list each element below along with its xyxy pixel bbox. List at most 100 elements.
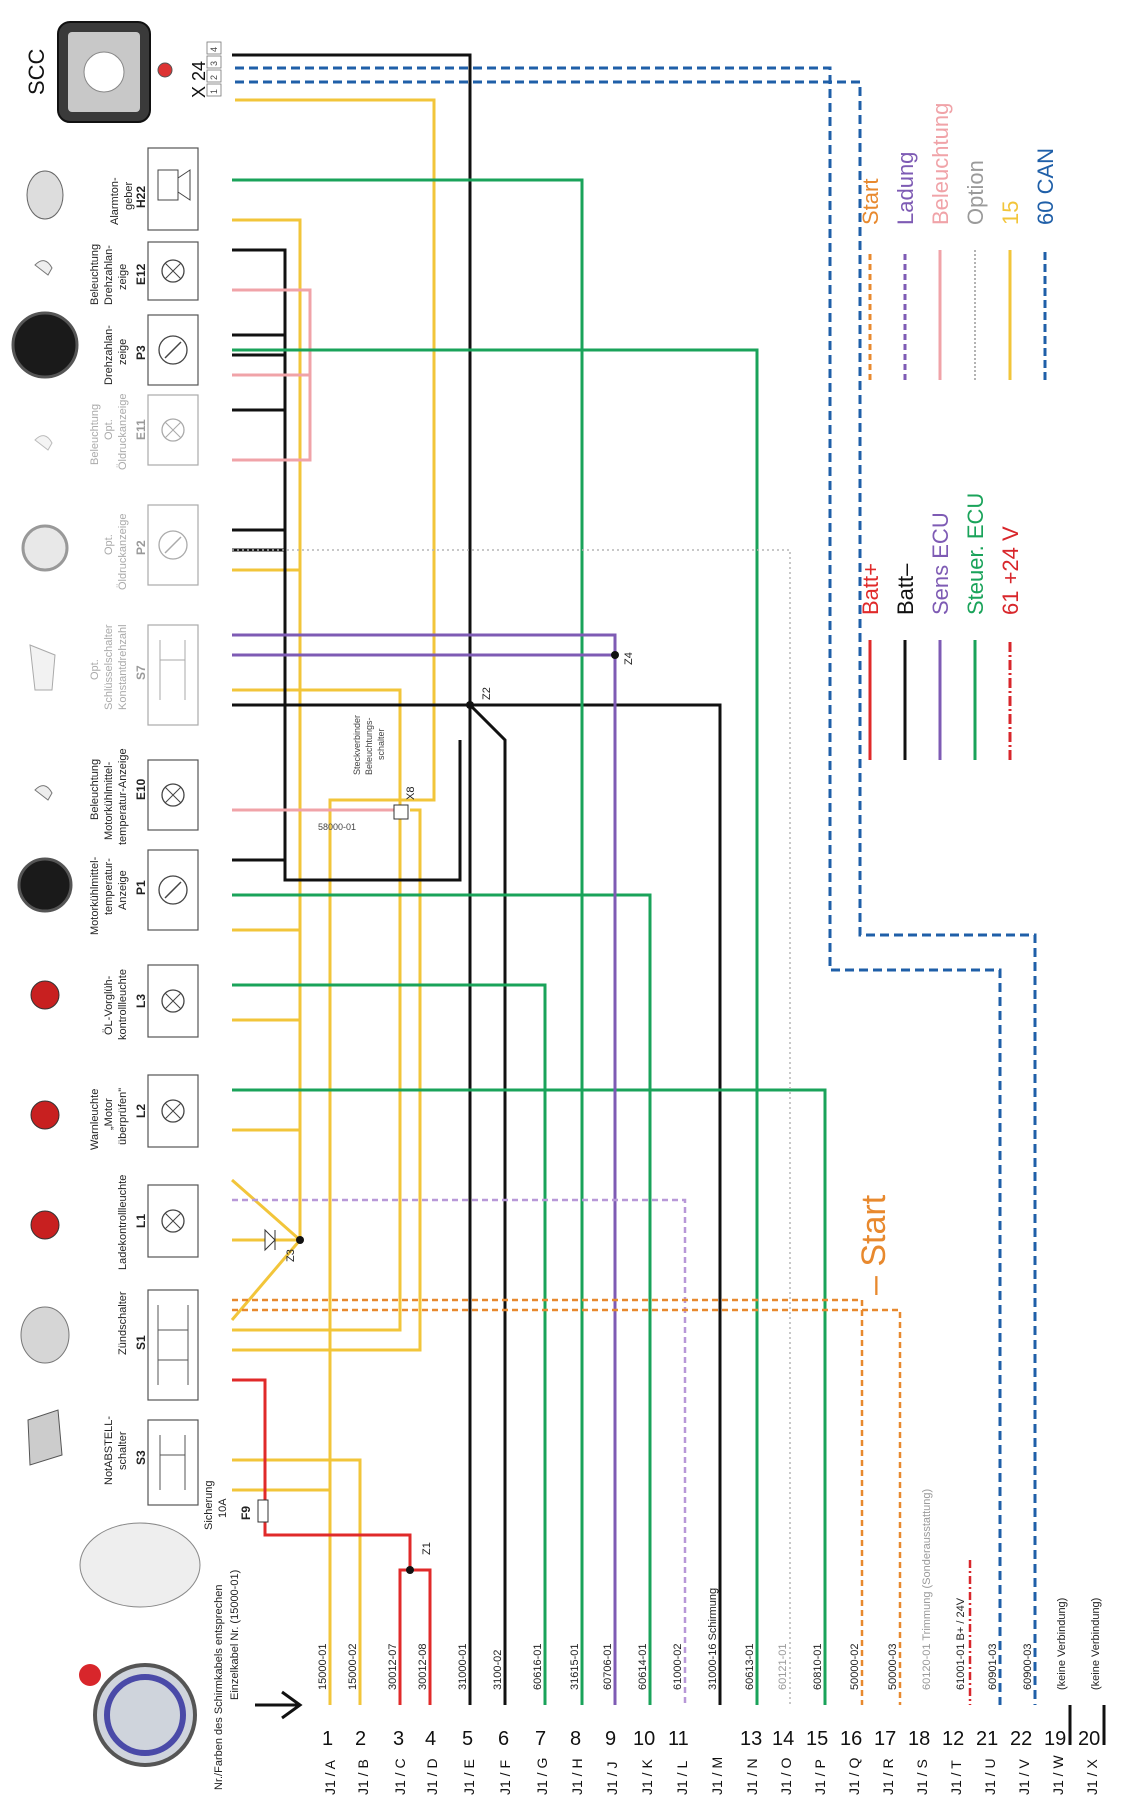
alarm-icon (26, 170, 64, 220)
component-name-line: ÖL-Vorglüh- (103, 975, 115, 1035)
component-code: E10 (134, 778, 148, 800)
component-name-line: Opt. (103, 534, 115, 555)
ignition-switch-icon (20, 1306, 70, 1364)
wire-option (232, 549, 791, 1705)
pin-number: 8 (570, 1728, 581, 1750)
pin-number: 15 (806, 1728, 828, 1750)
component-name-line: Drehzahlan- (103, 245, 115, 305)
j1-tag: J1 / Q (846, 1758, 862, 1795)
wire-id: 60614-01 (637, 1644, 649, 1691)
wire-id: 61000-02 (672, 1644, 684, 1691)
component-name-line: 10A (217, 1498, 229, 1518)
component-name-line: Anzeige (117, 870, 129, 910)
wire-can-a (235, 66, 1002, 1705)
pin-number: 7 (535, 1728, 546, 1750)
j1-badge-icon (79, 1664, 101, 1686)
component-code: S3 (134, 1450, 148, 1465)
wire-id: (keine Verbindung) (1056, 1598, 1068, 1690)
z1-label: Z1 (421, 1542, 433, 1555)
junction-z3 (296, 1236, 304, 1244)
bulb-icon (34, 435, 53, 451)
legend-label: 60 CAN (1033, 148, 1058, 225)
component-code: L3 (134, 994, 148, 1008)
temp-gauge-icon (17, 857, 73, 913)
legend-label: Steuer. ECU (963, 493, 988, 615)
wire-id: 60900-03 (1022, 1644, 1034, 1691)
component-p3 (147, 314, 199, 386)
j1-tag: J1 / G (534, 1758, 550, 1795)
lamp-cross (164, 1212, 182, 1230)
component-code: L1 (134, 1214, 148, 1228)
connector-plug-icon (79, 1522, 201, 1608)
pin-number: 10 (633, 1728, 655, 1750)
component-name-line: Zündschalter (117, 1291, 129, 1355)
component-name-line: Konstantdrehzahl (117, 624, 129, 710)
component-name-line: Motorkühlmittel- (103, 761, 115, 840)
j1-tag: J1 / W (1050, 1755, 1066, 1795)
j1-tag: J1 / S (914, 1759, 930, 1795)
tacho-icon (11, 311, 79, 379)
wire-id: 31615-01 (569, 1644, 581, 1691)
diode-icon (264, 1228, 276, 1252)
connector-labels: X8 Steckverbinder Beleuchtungs- schalter… (285, 652, 635, 1555)
component-code: H22 (134, 186, 148, 208)
bulb-icon (34, 260, 53, 276)
wire-batt-minus-p3 (232, 333, 287, 357)
wire-batt-plus-b (410, 1568, 432, 1705)
x24-pin-label: 1 (209, 89, 219, 94)
x24-pin-box (206, 69, 222, 83)
component-box (147, 1289, 199, 1401)
j1-tag: J1 / K (639, 1759, 655, 1795)
component-name-line: Opt. (89, 659, 101, 680)
component-code: E11 (134, 419, 148, 440)
component-name-line: Öldruckanzeige (117, 514, 129, 590)
pin-number: 11 (668, 1728, 689, 1750)
component-name-line: zeige (117, 339, 129, 365)
wire-ecu-p3 (232, 348, 759, 1705)
legend-label: Batt+ (858, 563, 883, 615)
gauge-needle (164, 536, 182, 554)
j1-tag: J1 / M (709, 1757, 725, 1795)
j1-tag: J1 / D (424, 1758, 440, 1795)
j1-tag: J1 / H (569, 1758, 585, 1795)
wire-id: 60120-01 Trimmung (Sonderausstattung) (921, 1489, 933, 1690)
wire-id: 60121-01 (777, 1644, 789, 1691)
lamp-cross (164, 1102, 182, 1120)
component-name-line: Sicherung (203, 1480, 215, 1530)
wire-layer (230, 53, 1037, 1705)
pin-number: 20 (1078, 1728, 1100, 1750)
j1-tag: J1 / L (674, 1761, 690, 1795)
wire-id: 60810-01 (812, 1644, 824, 1691)
component-l3 (147, 964, 199, 1038)
legend-label: Ladung (893, 152, 918, 225)
wire-batt-minus-gauges (232, 248, 462, 882)
legend-label: Beleuchtung (928, 103, 953, 225)
j1-tag: J1 / C (392, 1758, 408, 1795)
x8-label: X8 (405, 787, 417, 800)
z2-label: Z2 (481, 687, 493, 700)
wire-batt-minus (232, 53, 472, 1705)
wire-ladung (232, 1198, 687, 1705)
pin-number: 6 (498, 1728, 509, 1750)
component-name-line: kontrollleuchte (117, 969, 129, 1040)
scc-label: SCC (24, 48, 49, 95)
junction-z1 (406, 1566, 414, 1574)
component-e10 (147, 759, 199, 831)
switch-icon (157, 1305, 189, 1385)
j1-tag: J1 / B (355, 1759, 371, 1795)
wire-id: 30012-07 (387, 1644, 399, 1691)
wire-ecu-h22 (232, 178, 584, 1705)
x8-desc-line: schalter (376, 728, 386, 760)
wire-id: 60616-01 (532, 1644, 544, 1691)
x8-wire-label: 58000-01 (318, 822, 356, 832)
z3-label: Z3 (285, 1249, 297, 1262)
pin-number: 12 (942, 1728, 964, 1750)
wire-id: 50000-03 (887, 1644, 899, 1691)
component-name-line: „Motor (103, 1098, 115, 1130)
main-connector-ring (104, 1674, 186, 1756)
component-name-line: zeige (117, 264, 129, 290)
component-box (147, 314, 199, 386)
x8-symbol (393, 804, 409, 820)
indicator-lamp-icon (30, 1100, 60, 1130)
